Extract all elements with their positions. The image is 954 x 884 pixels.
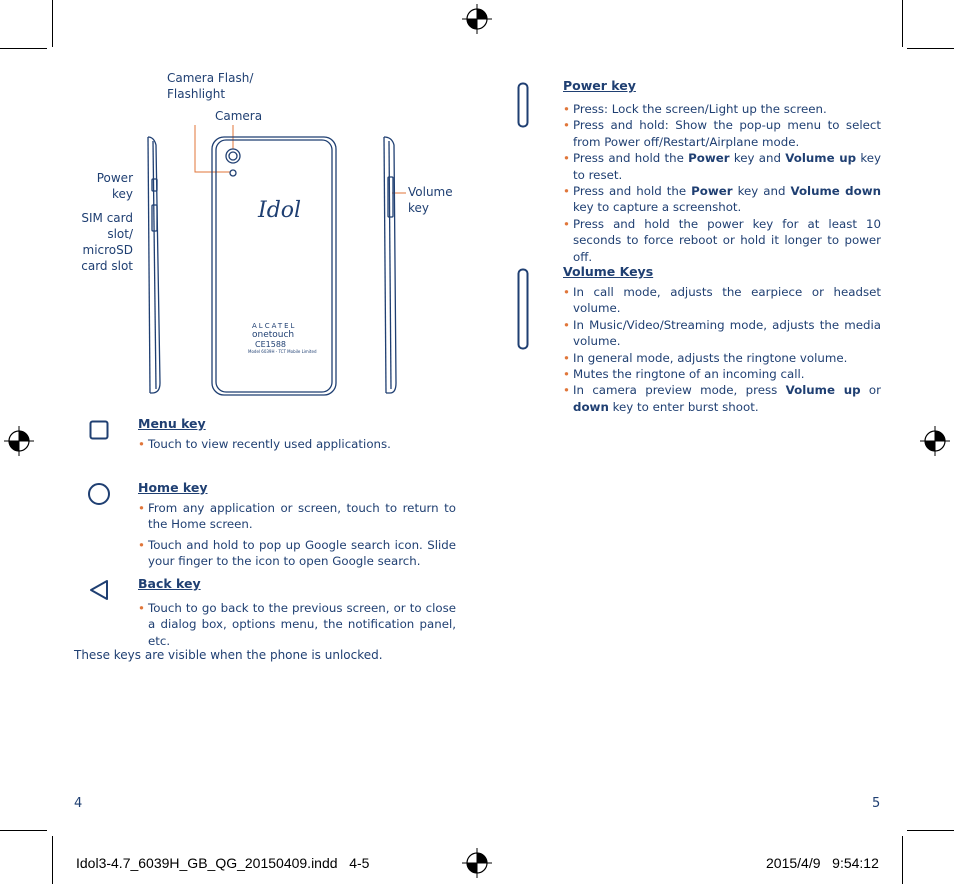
menu-key-title: Menu key (138, 416, 206, 431)
list-item: Press and hold the Power key and Volume … (563, 183, 881, 216)
list-item: Press: Lock the screen/Light up the scre… (563, 101, 881, 118)
menu-key-icon (89, 420, 109, 440)
volume-keys-bullets: In call mode, adjusts the earpiece or he… (563, 284, 881, 415)
brand-line-1: ALCATEL (252, 322, 297, 330)
list-item: Touch to go back to the previous screen,… (138, 600, 456, 649)
crop-mark (0, 830, 47, 831)
page-number-right: 5 (872, 796, 881, 811)
crop-mark (0, 48, 47, 49)
phone-small-print: Model 6039H - TCT Mobile Limited (248, 349, 317, 354)
phone-illustration (147, 125, 406, 396)
power-key-bullets: Press: Lock the screen/Light up the scre… (563, 101, 881, 265)
registration-mark-icon (462, 848, 492, 878)
phone-back (211, 136, 337, 396)
list-item: In Music/Video/Streaming mode, adjusts t… (563, 317, 881, 350)
camera-flash-label: Camera Flash/ Flashlight (167, 71, 254, 101)
volume-key-label: Volume key (408, 185, 453, 215)
list-item: In camera preview mode, press Volume up … (563, 382, 881, 415)
crop-mark (52, 0, 53, 47)
page-number-left: 4 (74, 796, 83, 811)
list-item: Press and hold the Power key and Volume … (563, 150, 881, 183)
home-key-bullets: From any application or screen, touch to… (138, 500, 456, 570)
volume-keys-title: Volume Keys (563, 264, 654, 279)
camera-label: Camera (215, 109, 263, 123)
brand-line-2: onetouch (252, 330, 295, 340)
power-key-icon (517, 82, 529, 128)
home-key-title: Home key (138, 480, 208, 495)
back-key-icon (90, 580, 108, 600)
phone-logo: Idol (258, 198, 302, 223)
list-item: In call mode, adjusts the earpiece or he… (563, 284, 881, 317)
flash-leader-line (194, 125, 230, 173)
phone-right-side (383, 136, 397, 394)
phone-left-side (147, 136, 161, 394)
crop-mark (52, 836, 53, 884)
power-key-label: Power key (96, 171, 133, 201)
back-key-bullets: Touch to go back to the previous screen,… (138, 600, 456, 649)
crop-mark (902, 836, 903, 884)
registration-mark-icon (920, 426, 950, 456)
footer-filename: Idol3-4.7_6039H_GB_QG_20150409.indd 4-5 (76, 855, 370, 871)
list-item: Mutes the ringtone of an incoming call. (563, 366, 881, 383)
crop-mark (907, 48, 954, 49)
list-item: Press and hold the power key for at leas… (563, 216, 881, 265)
power-key-title: Power key (563, 78, 636, 93)
list-item: Press and hold: Show the pop-up menu to … (563, 117, 881, 150)
home-key-icon (88, 483, 110, 505)
registration-mark-icon (462, 4, 492, 34)
sim-card-slot-label: SIM card slot/ microSD card slot (81, 211, 133, 273)
crop-mark (907, 830, 954, 831)
registration-mark-icon (4, 426, 34, 456)
volume-key-icon (517, 268, 529, 350)
back-key-title: Back key (138, 576, 201, 591)
footer-timestamp: 2015/4/9 9:54:12 (766, 855, 879, 871)
list-item: Touch and hold to pop up Google search i… (138, 537, 456, 570)
visible-keys-note: These keys are visible when the phone is… (74, 648, 383, 662)
crop-mark (902, 0, 903, 47)
list-item: Touch to view recently used applications… (138, 436, 456, 453)
menu-key-bullets: Touch to view recently used applications… (138, 436, 456, 453)
list-item: From any application or screen, touch to… (138, 500, 456, 533)
cert-line: CE1588 (255, 340, 286, 349)
list-item: In general mode, adjusts the ringtone vo… (563, 350, 881, 367)
